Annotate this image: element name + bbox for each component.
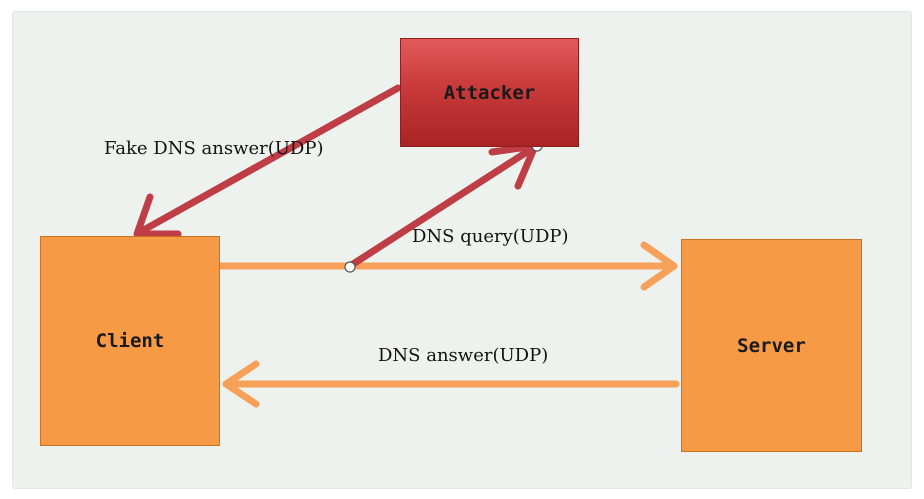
server-label: Server <box>737 334 806 357</box>
client-node: Client <box>40 236 220 446</box>
attacker-node: Attacker <box>400 38 579 147</box>
query-branch-handle <box>344 261 356 273</box>
dns-query-label: DNS query(UDP) <box>412 226 569 247</box>
fake-answer-arrow <box>133 84 402 238</box>
attacker-label: Attacker <box>443 81 536 104</box>
dns-answer-arrow <box>222 360 680 408</box>
dns-query-arrow <box>216 241 678 291</box>
sniff-arrow <box>346 142 539 270</box>
server-node: Server <box>681 239 862 452</box>
dns-answer-label: DNS answer(UDP) <box>378 345 549 366</box>
client-label: Client <box>95 330 165 352</box>
fake-answer-label: Fake DNS answer(UDP) <box>104 138 324 159</box>
